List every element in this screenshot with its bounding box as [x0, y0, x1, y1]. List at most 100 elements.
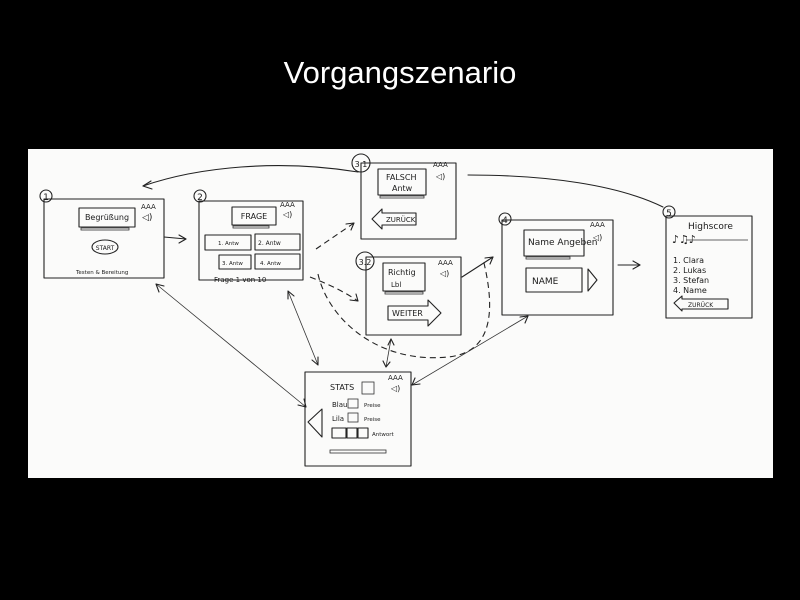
arrowhead	[311, 356, 319, 366]
answer-button-2[interactable]	[254, 233, 301, 251]
stats-cell	[331, 427, 347, 439]
progress-bar	[525, 256, 571, 260]
screen-frame	[501, 219, 614, 316]
stats-cell	[357, 427, 369, 439]
font-size-icon: AAA	[280, 201, 295, 209]
screen-3-2: 3.2 AAA ◁) Richtig Lbl WEITER	[355, 251, 462, 336]
flow-diagram: 1 AAA ◁) Begrüßung START Testen & Bereit…	[39, 153, 753, 467]
back-arrow-button[interactable]	[673, 295, 729, 312]
name-prompt-box	[523, 229, 585, 257]
progress-bar	[232, 225, 270, 229]
highscore-item-3: 3. Stefan	[673, 276, 709, 285]
speaker-icon: ◁)	[390, 384, 400, 393]
arrow-right-icon[interactable]	[587, 268, 598, 292]
screen-frame	[360, 162, 457, 240]
answer-label-1: 1. Antw	[218, 241, 239, 247]
progress-bar	[329, 449, 387, 454]
answer-button-1[interactable]	[204, 234, 252, 251]
font-size-icon: AAA	[590, 221, 605, 229]
arrowhead	[349, 293, 359, 302]
name-prompt-label: Name Angeben	[528, 238, 597, 248]
back-arrow-button[interactable]	[371, 208, 417, 230]
arrowhead	[484, 256, 494, 265]
flow-connectors	[142, 165, 664, 408]
connector-2-to-3-1	[315, 222, 355, 250]
stats-cell	[346, 427, 358, 439]
screen-number: 1	[43, 193, 49, 203]
stats-row-2: Lila	[332, 415, 344, 423]
progress-bar	[379, 195, 425, 199]
highscore-title: Highscore	[688, 222, 733, 232]
screen-frame	[43, 198, 165, 279]
speaker-icon: ◁)	[282, 210, 292, 219]
wrong-line-2: Antw	[392, 184, 413, 193]
name-input[interactable]	[525, 267, 583, 293]
screen-number: 3.2	[359, 258, 372, 267]
arrowhead	[287, 290, 295, 300]
stats-row-1: Blau	[332, 401, 347, 409]
arrowhead	[411, 377, 421, 386]
highscore-item-1: 1. Clara	[673, 256, 704, 265]
connector-2-to-3-2	[309, 276, 359, 302]
speaker-icon: ◁)	[435, 172, 445, 181]
answer-button-4[interactable]	[254, 253, 301, 270]
answer-label-4: 4. Antw	[260, 261, 281, 267]
correct-line-1: Richtig	[388, 268, 416, 277]
screen-stats: AAA ◁) STATS Blau Preise Lila Preise Ant…	[304, 371, 412, 467]
speaker-icon: ◁)	[592, 233, 602, 242]
next-label: WEITER	[392, 309, 423, 318]
wrong-line-1: FALSCH	[386, 173, 416, 182]
stats-heading: STATS	[330, 383, 354, 392]
start-button[interactable]	[91, 239, 119, 255]
welcome-label: Begrüßung	[85, 213, 129, 222]
connector-1-to-6	[155, 283, 307, 408]
sketch-canvas: 1 AAA ◁) Begrüßung START Testen & Bereit…	[28, 149, 773, 478]
connector-1-to-2	[163, 236, 187, 240]
screen-frame	[665, 215, 753, 319]
question-label: FRAGE	[241, 212, 267, 221]
font-size-icon: AAA	[141, 203, 156, 211]
screen-number-badge	[355, 251, 375, 271]
question-counter: Frage 1 von 10	[214, 276, 266, 284]
screen-1: 1 AAA ◁) Begrüßung START Testen & Bereit…	[39, 189, 165, 279]
slide-title: Vorgangszenario	[283, 55, 517, 90]
arrowhead	[155, 283, 165, 293]
screen-number-badge	[662, 205, 676, 219]
answer-button-3[interactable]	[218, 254, 252, 270]
font-size-icon: AAA	[438, 259, 453, 267]
progress-bar	[384, 291, 424, 295]
music-notes-icon: ♪♫♪	[672, 233, 696, 246]
screen-number: 5	[666, 209, 672, 219]
arrow-left-icon[interactable]	[307, 408, 323, 438]
wrong-answer-box	[377, 168, 427, 196]
answer-label-2: 2. Antw	[258, 240, 281, 247]
correct-line-2: Lbl	[391, 281, 401, 289]
stats-row-3: Antwort	[372, 432, 395, 438]
footer-text: Testen & Bereitung	[75, 270, 128, 276]
screen-number: 4	[502, 216, 508, 226]
screen-frame	[198, 200, 304, 281]
arrowhead	[387, 338, 395, 346]
screen-4: 4 AAA ◁) Name Angeben NAME	[498, 212, 614, 316]
question-box	[231, 206, 277, 226]
speaker-icon: ◁)	[439, 269, 449, 278]
start-label: START	[96, 245, 115, 252]
screen-number-badge	[193, 189, 207, 203]
progress-bar	[80, 227, 130, 231]
font-size-icon: AAA	[433, 161, 448, 169]
arrowhead	[178, 234, 187, 244]
arrowhead	[142, 180, 153, 190]
next-arrow-button[interactable]	[387, 299, 442, 327]
back-label: ZURÜCK	[688, 302, 714, 309]
screen-3-1: 3.1 AAA ◁) FALSCH Antw ZURÜCK	[351, 153, 457, 240]
stats-box	[361, 381, 375, 395]
screen-number-badge	[39, 189, 53, 203]
arrowhead	[519, 315, 529, 324]
welcome-button[interactable]	[78, 207, 136, 228]
arrowhead	[632, 260, 641, 270]
stats-swatch	[347, 412, 359, 423]
connector-2-to-6	[287, 290, 319, 366]
stats-value-2: Preise	[364, 417, 381, 423]
screen-number: 2	[197, 193, 203, 203]
connector-3-2-to-4	[461, 256, 494, 278]
